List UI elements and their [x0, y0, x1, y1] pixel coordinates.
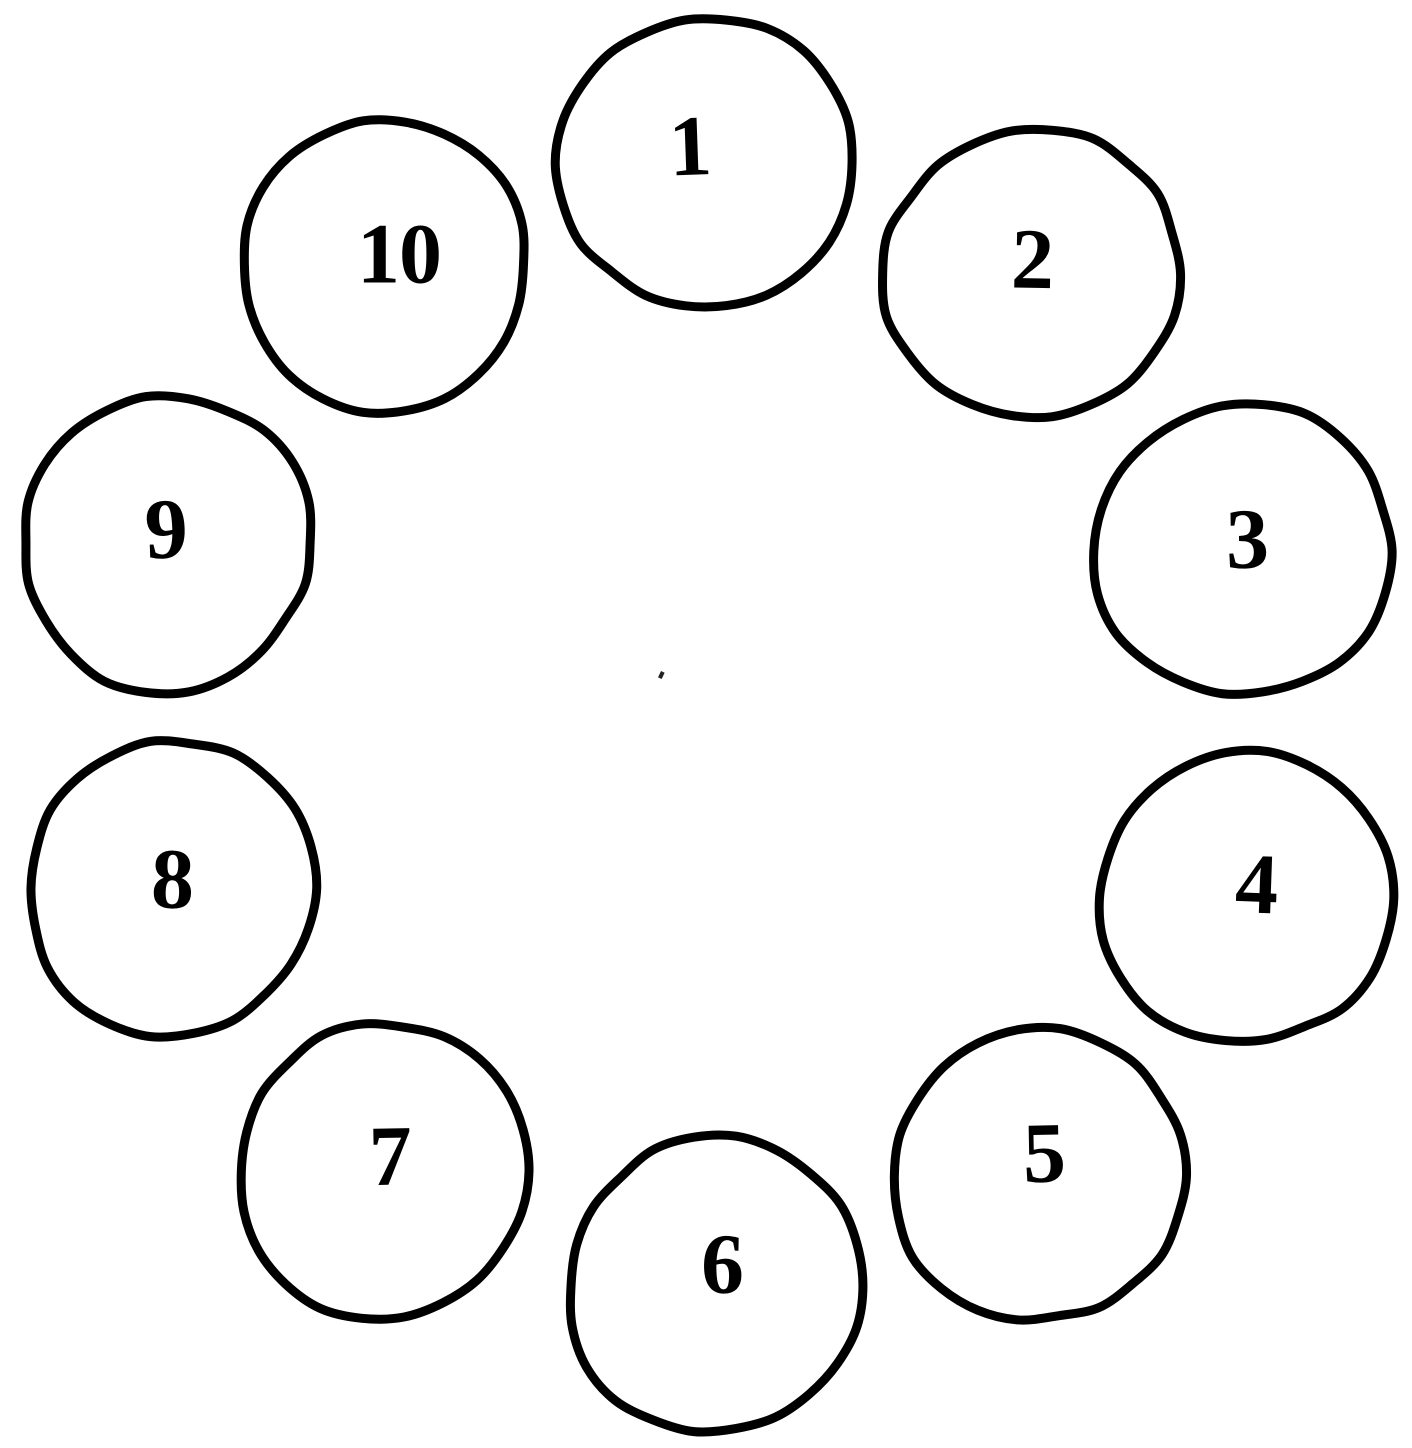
circle-outline-3 [1089, 399, 1397, 699]
circle-number-label-4: 4 [1234, 835, 1279, 932]
circle-number-label-9: 9 [143, 480, 188, 577]
circle-number-label-6: 6 [700, 1215, 744, 1312]
center-speck [658, 670, 665, 680]
circle-node-3[interactable]: 3 [1089, 399, 1397, 699]
circle-outline-9 [21, 391, 316, 699]
circle-number-label-3: 3 [1225, 490, 1269, 587]
circle-node-10[interactable]: 10 [239, 115, 529, 418]
circle-outline-1 [550, 14, 857, 312]
circle-node-9[interactable]: 9 [21, 391, 316, 699]
circle-node-6[interactable]: 6 [565, 1130, 868, 1437]
circle-number-label-7: 7 [368, 1107, 412, 1204]
circle-number-label-5: 5 [1022, 1104, 1066, 1201]
circle-number-label-8: 8 [150, 830, 194, 927]
circle-number-label-2: 2 [1010, 210, 1054, 307]
circle-number-label-1: 1 [667, 97, 712, 194]
circle-node-2[interactable]: 2 [878, 124, 1186, 423]
circle-node-7[interactable]: 7 [236, 1019, 534, 1324]
circle-node-1[interactable]: 1 [550, 14, 857, 312]
circle-outline-5 [889, 1022, 1192, 1325]
nodes-layer: 1 2 3 4 5 6 7 8 9 10 [21, 14, 1399, 1437]
circle-node-5[interactable]: 5 [889, 1022, 1192, 1325]
circle-outline-7 [236, 1019, 534, 1324]
circle-node-8[interactable]: 8 [26, 736, 322, 1042]
circle-outline-8 [26, 736, 322, 1042]
circle-node-4[interactable]: 4 [1094, 745, 1399, 1046]
marks-layer [658, 670, 665, 680]
circle-outline-10 [239, 115, 529, 418]
circle-outline-4 [1094, 745, 1399, 1046]
circle-outline-6 [565, 1130, 868, 1437]
circle-number-label-10: 10 [357, 206, 441, 302]
circle-outline-2 [878, 124, 1186, 423]
